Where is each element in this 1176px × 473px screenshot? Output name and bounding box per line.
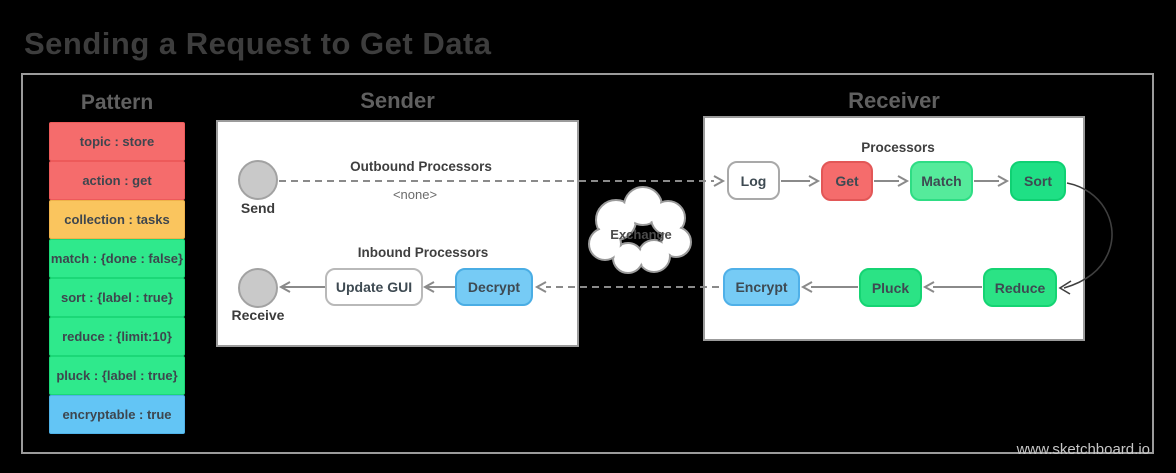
send-endpoint-circle[interactable] — [238, 160, 278, 200]
node-decrypt[interactable]: Decrypt — [455, 268, 533, 306]
node-pluck[interactable]: Pluck — [859, 268, 922, 307]
pattern-item-reduce[interactable]: reduce : {limit:10} — [49, 317, 185, 356]
exchange-label: Exchange — [610, 227, 672, 242]
node-log[interactable]: Log — [727, 161, 780, 200]
receiver-heading: Receiver — [848, 88, 940, 113]
diagram-frame — [21, 73, 1154, 454]
pattern-item-pluck[interactable]: pluck : {label : true} — [49, 356, 185, 395]
pattern-item-topic[interactable]: topic : store — [49, 122, 185, 161]
node-get[interactable]: Get — [821, 161, 873, 201]
pattern-item-match[interactable]: match : {done : false} — [49, 239, 185, 278]
processors-label: Processors — [861, 140, 935, 155]
inbound-processors-label: Inbound Processors — [357, 245, 489, 260]
pattern-item-encryptable[interactable]: encryptable : true — [49, 395, 185, 434]
node-sort[interactable]: Sort — [1010, 161, 1066, 201]
receive-endpoint-label: Receive — [231, 307, 285, 323]
node-update-gui[interactable]: Update GUI — [325, 268, 423, 306]
outbound-none-value: <none> — [392, 187, 438, 202]
pattern-heading: Pattern — [80, 91, 154, 114]
exchange-cloud[interactable] — [585, 183, 697, 278]
outbound-processors-label: Outbound Processors — [350, 159, 492, 174]
pattern-item-action[interactable]: action : get — [49, 161, 185, 200]
pattern-item-collection[interactable]: collection : tasks — [49, 200, 185, 239]
send-endpoint-label: Send — [240, 200, 276, 216]
sender-panel — [216, 120, 579, 347]
receive-endpoint-circle[interactable] — [238, 268, 278, 308]
sender-heading: Sender — [360, 88, 435, 113]
node-encrypt[interactable]: Encrypt — [723, 268, 800, 306]
diagram-title: Sending a Request to Get Data — [24, 26, 492, 61]
node-match[interactable]: Match — [910, 161, 973, 201]
pattern-item-sort[interactable]: sort : {label : true} — [49, 278, 185, 317]
pattern-stack: topic : store action : get collection : … — [49, 122, 185, 434]
sketchboard-watermark-link[interactable]: www.sketchboard.io — [1016, 441, 1150, 458]
node-reduce[interactable]: Reduce — [983, 268, 1057, 307]
